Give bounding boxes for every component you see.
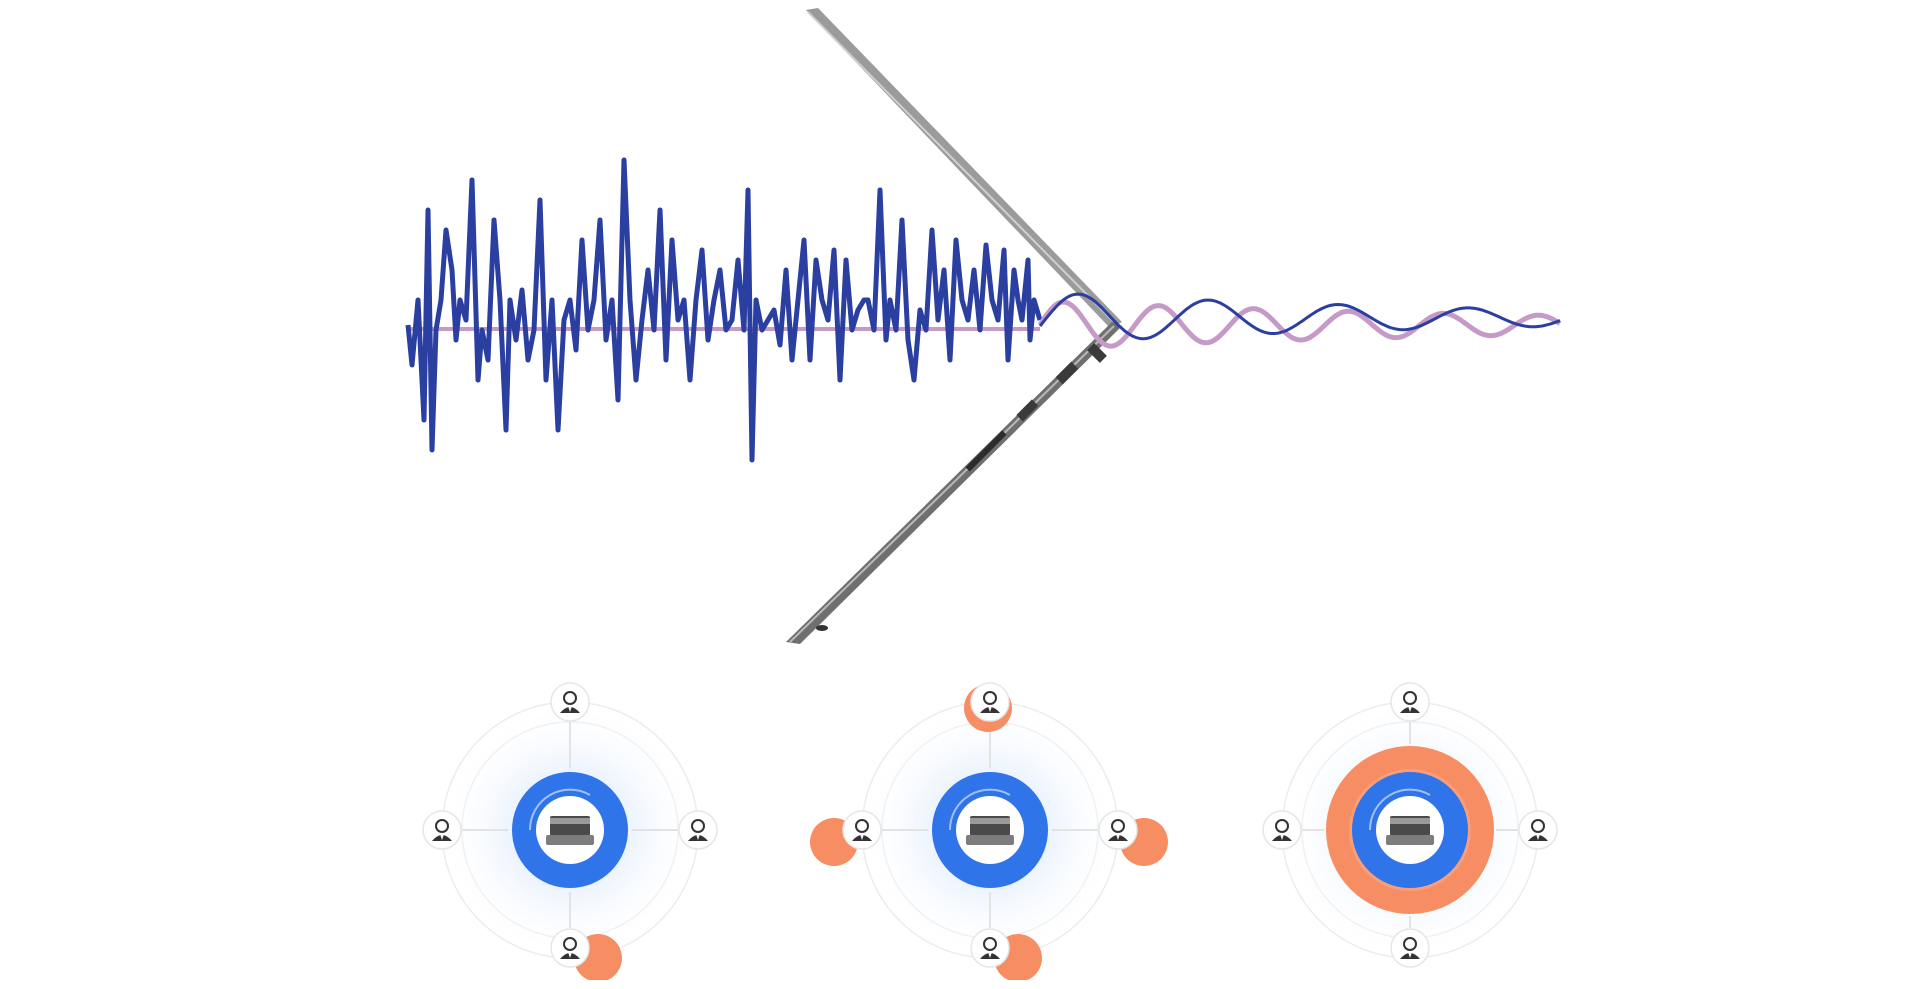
noise-waveform-illustration xyxy=(405,8,1562,644)
user-avatar-icon xyxy=(550,928,590,968)
scenario-panel-multi-speaker xyxy=(810,682,1168,980)
user-avatar-icon xyxy=(678,810,718,850)
laptop-side-view-icon xyxy=(786,8,1122,644)
scenario-panel-ambient-noise xyxy=(1262,682,1558,968)
user-avatar-icon xyxy=(842,810,882,850)
user-avatar-icon xyxy=(550,682,590,722)
user-avatar-icon xyxy=(1262,810,1302,850)
noise-waveform-icon xyxy=(405,157,1043,463)
hub-arc-icon xyxy=(1368,788,1431,831)
user-avatar-icon xyxy=(970,928,1010,968)
clean-waveform-blue-icon xyxy=(1038,292,1561,341)
laptop-icon xyxy=(1386,816,1434,845)
user-avatar-icon xyxy=(970,682,1010,722)
user-avatar-icon xyxy=(1390,928,1430,968)
hub-arc-icon xyxy=(528,788,591,831)
laptop-icon xyxy=(546,816,594,845)
clean-waveform-pink-icon xyxy=(1037,299,1562,349)
laptop-icon xyxy=(966,816,1014,845)
user-avatar-icon xyxy=(1390,682,1430,722)
hub-arc-icon xyxy=(948,788,1011,831)
user-avatar-icon xyxy=(422,810,462,850)
user-avatar-icon xyxy=(1518,810,1558,850)
scenario-panel-single-speaker xyxy=(422,682,718,980)
user-avatar-icon xyxy=(1098,810,1138,850)
